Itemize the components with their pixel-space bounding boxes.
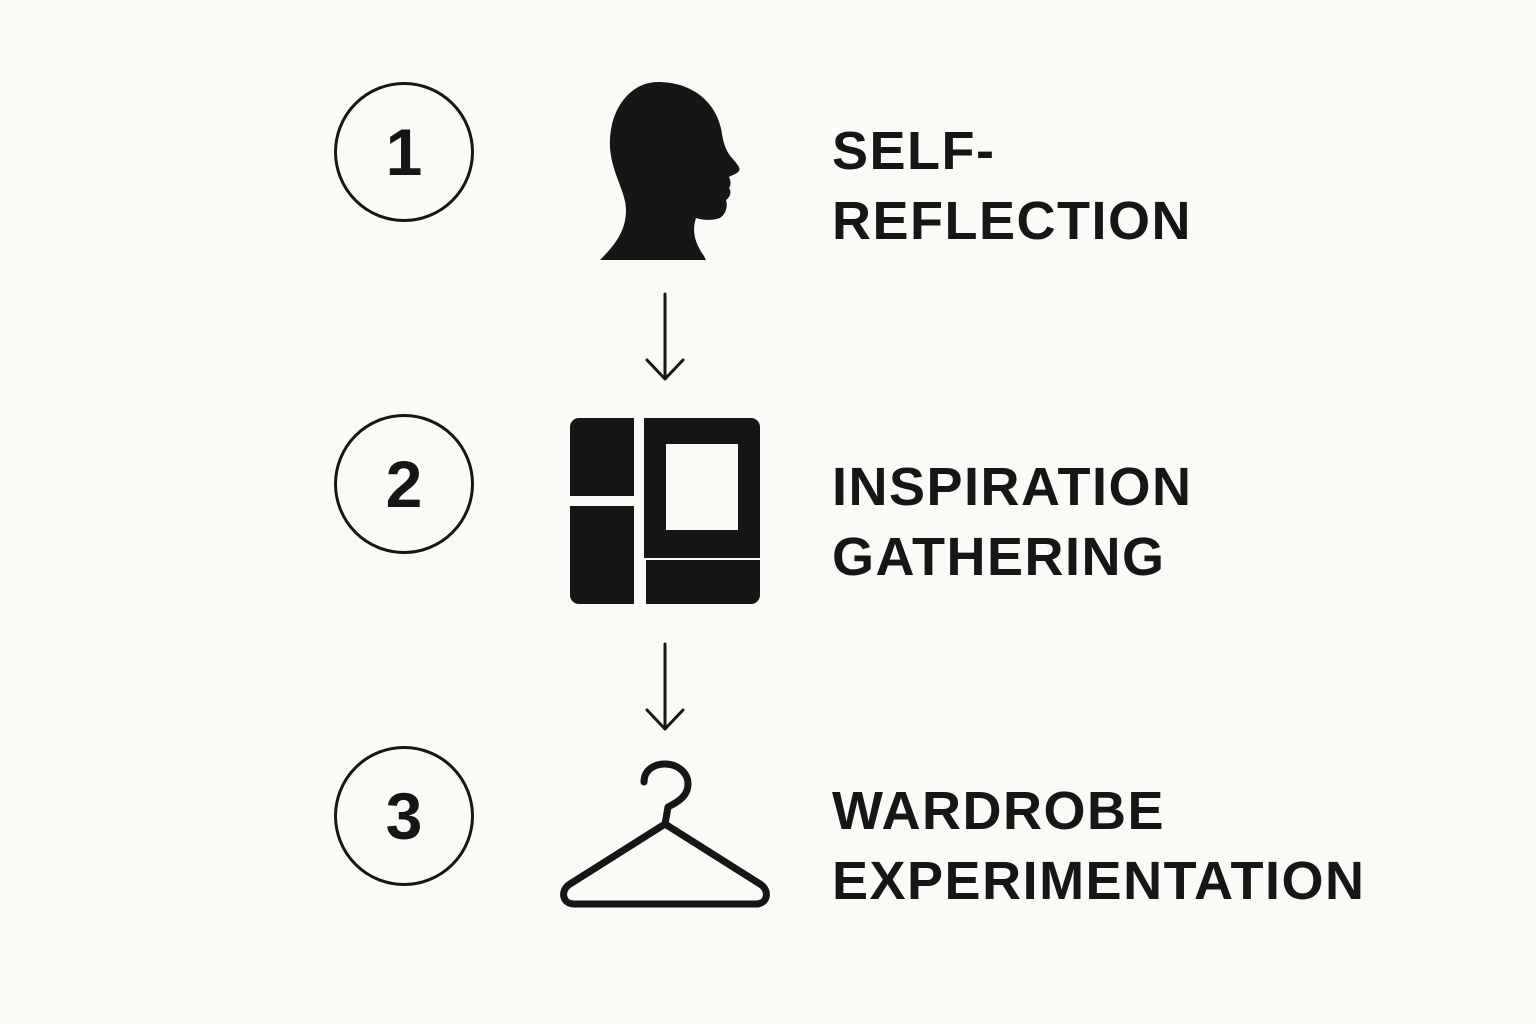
step-1-label-line-2: REFLECTION bbox=[832, 191, 1192, 251]
step-2-label-line-1: INSPIRATION bbox=[832, 457, 1193, 517]
step-1-label-line-1: SELF- bbox=[832, 121, 996, 181]
step-3-number-circle: 3 bbox=[334, 746, 474, 886]
arrow-down-icon bbox=[645, 642, 685, 731]
step-1-number-circle: 1 bbox=[334, 82, 474, 222]
step-3-label-line-1: WARDROBE bbox=[832, 781, 1165, 841]
arrow-down-icon bbox=[645, 292, 685, 381]
step-3-label: WARDROBE EXPERIMENTATION bbox=[832, 776, 1366, 916]
clothes-hanger-icon bbox=[560, 760, 770, 908]
step-2-label: INSPIRATION GATHERING bbox=[832, 452, 1193, 592]
step-2-number-circle: 2 bbox=[334, 414, 474, 554]
step-1-label: SELF- REFLECTION bbox=[832, 116, 1192, 256]
head-profile-icon bbox=[600, 82, 740, 260]
moodboard-grid-icon bbox=[570, 418, 760, 604]
step-2-label-line-2: GATHERING bbox=[832, 527, 1166, 587]
step-3-label-line-2: EXPERIMENTATION bbox=[832, 851, 1366, 911]
